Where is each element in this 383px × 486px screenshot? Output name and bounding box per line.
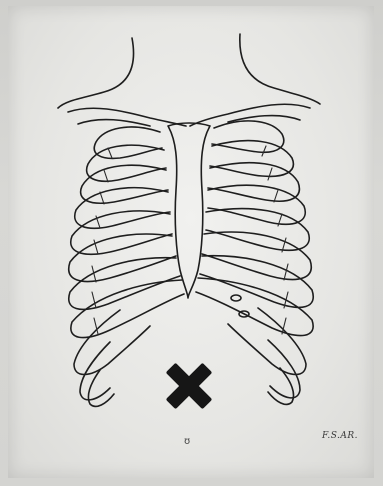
artist-signature: F.S.AR. (322, 431, 358, 441)
x-marker (152, 349, 226, 423)
clavicle-right (190, 104, 310, 126)
right-ribs (196, 121, 313, 404)
sternum (168, 123, 210, 298)
neck-left (58, 38, 134, 108)
clavicle-left-lower (78, 120, 150, 126)
left-ribs (69, 127, 184, 406)
neck-right (240, 34, 320, 104)
bottom-mark: ʊ (184, 436, 190, 447)
clavicle-left (68, 108, 186, 126)
